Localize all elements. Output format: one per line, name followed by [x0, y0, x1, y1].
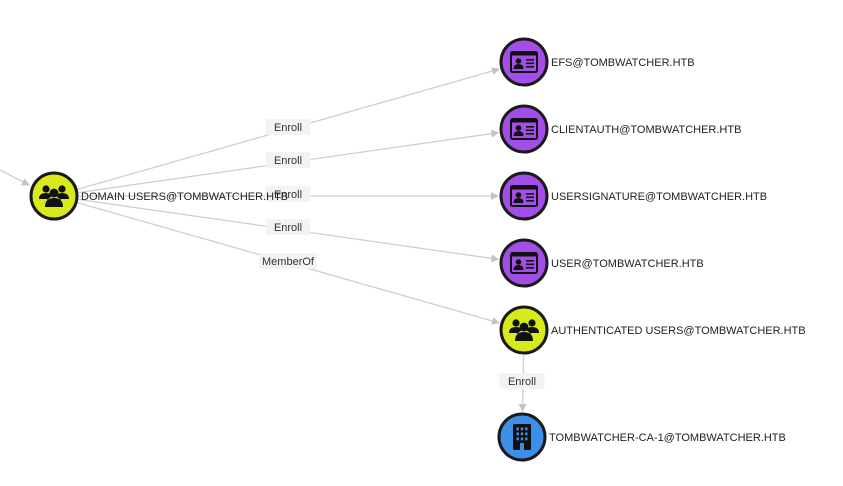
node-label: USERSIGNATURE@TOMBWATCHER.HTB: [551, 191, 767, 203]
node-label: DOMAIN USERS@TOMBWATCHER.HTB: [81, 191, 288, 203]
edge-label-text: Enroll: [274, 155, 302, 167]
edge-label-background: [259, 253, 317, 269]
node-label: AUTHENTICATED USERS@TOMBWATCHER.HTB: [551, 325, 806, 337]
building-icon: [513, 424, 531, 450]
node-label: EFS@TOMBWATCHER.HTB: [551, 57, 695, 69]
edge-label-text: Enroll: [508, 376, 536, 388]
node-clientauth[interactable]: CLIENTAUTH@TOMBWATCHER.HTB: [499, 104, 741, 154]
edge-label-text: Enroll: [274, 122, 302, 134]
node-domain-users[interactable]: DOMAIN USERS@TOMBWATCHER.HTB: [29, 171, 288, 221]
node-label: CLIENTAUTH@TOMBWATCHER.HTB: [551, 124, 741, 136]
edge-label-background: [265, 119, 311, 135]
edge-label-enroll[interactable]: Enroll: [265, 119, 311, 135]
edge-label-text: Enroll: [274, 189, 302, 201]
id-card-icon: [510, 51, 538, 73]
edge-label-background: [499, 373, 545, 389]
node-label: USER@TOMBWATCHER.HTB: [551, 258, 704, 270]
edge-label-enroll[interactable]: Enroll: [499, 373, 545, 389]
edge-label-enroll[interactable]: Enroll: [265, 186, 311, 202]
edge-label-text: MemberOf: [262, 256, 315, 268]
node-efs[interactable]: EFS@TOMBWATCHER.HTB: [499, 37, 695, 87]
edge-label-background: [265, 219, 311, 235]
edge-label-memberof[interactable]: MemberOf: [259, 253, 317, 269]
node-ca[interactable]: TOMBWATCHER-CA-1@TOMBWATCHER.HTB: [497, 412, 786, 462]
users-group-icon: [509, 319, 539, 341]
incoming-edge-line: [0, 169, 30, 186]
id-card-icon: [510, 118, 538, 140]
edge-label-enroll[interactable]: Enroll: [265, 152, 311, 168]
edge-label-background: [265, 186, 311, 202]
users-group-icon: [39, 185, 69, 207]
edge-label-text: Enroll: [274, 222, 302, 234]
id-card-icon: [510, 252, 538, 274]
node-authenticated-users[interactable]: AUTHENTICATED USERS@TOMBWATCHER.HTB: [499, 305, 806, 355]
id-card-icon: [510, 185, 538, 207]
node-usersignature[interactable]: USERSIGNATURE@TOMBWATCHER.HTB: [499, 171, 767, 221]
edge-label-background: [265, 152, 311, 168]
node-label: TOMBWATCHER-CA-1@TOMBWATCHER.HTB: [549, 432, 786, 444]
node-user[interactable]: USER@TOMBWATCHER.HTB: [499, 238, 704, 288]
edge-label-enroll[interactable]: Enroll: [265, 219, 311, 235]
